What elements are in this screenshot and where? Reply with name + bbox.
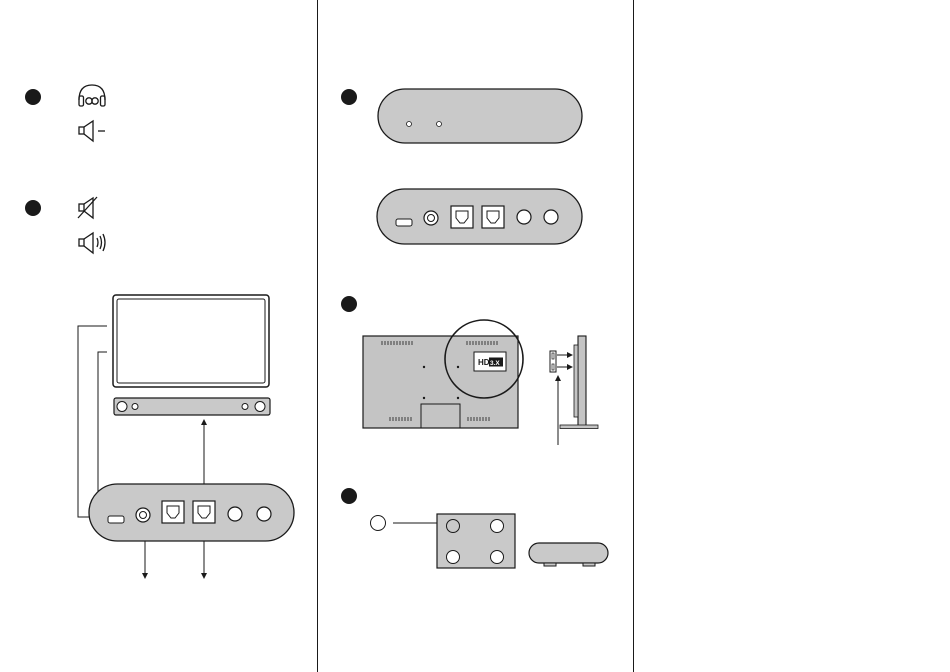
optical-port-icon: [162, 501, 184, 523]
tv-front-illustration: [113, 295, 269, 387]
foot-pad-illustration: [371, 514, 516, 568]
hdmi-port-icon: [108, 516, 124, 523]
rca-port-icon: [257, 507, 271, 521]
soundbar-driver-right-outer: [255, 402, 265, 412]
led-indicator-icon: [407, 122, 412, 127]
speaker-minus-icon: [79, 121, 105, 141]
soundbar-driver-left-outer: [117, 402, 127, 412]
soundbar-side-with-feet: [529, 543, 608, 566]
step-bullet-5: [341, 488, 357, 504]
optical-port-icon: [193, 501, 215, 523]
soundbar-led-right: [242, 404, 248, 410]
speaker-mute-icon: [78, 197, 97, 218]
rca-port-icon: [544, 210, 558, 224]
step-bullet-2: [25, 200, 41, 216]
optical-port-icon: [482, 206, 504, 228]
rca-port-icon: [228, 507, 242, 521]
foot-pad-single: [371, 516, 386, 531]
soundbar-led-left: [132, 404, 138, 410]
led-indicator-icon: [437, 122, 442, 127]
step-bullet-3: [341, 89, 357, 105]
hdmi-port-icon: [396, 219, 412, 226]
hd-badge: HD 3.X: [474, 352, 506, 371]
speaker-volume-up-icon: [79, 233, 105, 253]
step-bullet-4: [341, 296, 357, 312]
soundbar-front: [114, 398, 270, 415]
rca-port-icon: [517, 210, 531, 224]
tv-side-illustration: [550, 336, 598, 445]
headphone-icon: [79, 85, 105, 106]
rear-panel-left: [89, 484, 294, 541]
optical-port-icon: [451, 206, 473, 228]
front-panel-top: [378, 89, 582, 143]
hd-badge-brand: HD: [478, 358, 490, 367]
hd-badge-suffix: 3.X: [490, 360, 500, 367]
rear-panel-middle: [377, 189, 582, 244]
tv-rear-illustration: [363, 320, 523, 428]
step-bullet-1: [25, 89, 41, 105]
